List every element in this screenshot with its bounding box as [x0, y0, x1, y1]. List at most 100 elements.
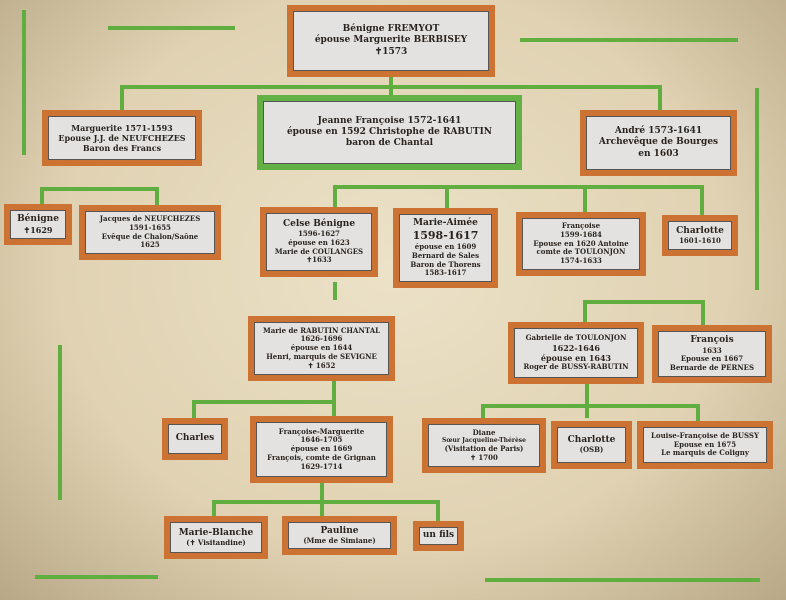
- connector-line: [481, 404, 485, 418]
- line: Gabrielle de TOULONJON: [525, 333, 627, 343]
- line: 1596-1627: [298, 229, 340, 239]
- line: Françoise: [561, 221, 601, 231]
- line: André 1573-1641: [614, 126, 703, 137]
- line: Le marquis de Coligny: [661, 448, 749, 458]
- person-pauline: Pauline(Mme de Simiane): [282, 516, 397, 555]
- line: 1625: [140, 240, 160, 250]
- line: Sœur Jacqueline-Thérèse: [442, 437, 526, 445]
- connector-line: [445, 185, 449, 208]
- line: 1591-1655: [129, 222, 171, 232]
- connector-line: [40, 187, 159, 191]
- line: Epouse en 1667: [680, 354, 744, 364]
- line: Bernard de Sales: [411, 250, 480, 260]
- line: 1598-1617: [412, 229, 479, 243]
- connector-line: [333, 185, 337, 207]
- line: 1601-1610: [679, 235, 721, 245]
- line: épouse en 1623: [288, 237, 350, 247]
- line: François: [690, 335, 734, 346]
- line: (Mme de Simiane): [303, 535, 376, 545]
- connector-line: [120, 85, 662, 89]
- spouse: épouse Marguerite BERBISEY: [314, 35, 468, 46]
- connector-line: [192, 400, 336, 404]
- connector-line: [701, 300, 705, 325]
- line: en 1603: [638, 148, 679, 159]
- line: Bernarde de PERNES: [669, 363, 755, 372]
- connector-line: [40, 187, 44, 204]
- line: ✝ 1700: [470, 452, 498, 462]
- connector-line: [755, 88, 759, 290]
- connector-line: [485, 578, 760, 582]
- line: (Visitation de Paris): [444, 443, 524, 453]
- line: Marie de COULANGES: [274, 246, 364, 256]
- line: 1629-1714: [300, 461, 343, 471]
- person-benigne: Bénigne✝1629: [4, 204, 72, 245]
- line: épouse en 1644: [290, 343, 353, 353]
- line: Epouse en 1620 Antoine: [533, 238, 629, 248]
- connector-line: [585, 384, 589, 418]
- connector-line: [333, 185, 704, 189]
- line: Evêque de Chalon/Saône: [101, 231, 199, 241]
- connector-line: [108, 26, 235, 30]
- line: Baron de Thorens: [410, 259, 481, 269]
- connector-line: [583, 300, 587, 322]
- connector-line: [333, 282, 337, 300]
- connector-line: [583, 185, 587, 212]
- connector-line: [583, 300, 705, 304]
- line: épouse en 1669: [290, 444, 353, 454]
- connector-line: [658, 85, 662, 110]
- line: François, comte de Grignan: [267, 452, 376, 462]
- line: baron de Chantal: [345, 138, 434, 149]
- line: comte de TOULONJON: [536, 247, 626, 257]
- person-marie-blanche: Marie-Blanche(✝ Visitandine): [164, 516, 268, 559]
- line: 1633: [702, 345, 722, 355]
- line: 1599-1684: [560, 229, 602, 239]
- line: Marguerite 1571-1593: [71, 123, 173, 133]
- line: 1583-1617: [424, 268, 467, 278]
- line: Epouse en 1675: [673, 439, 737, 449]
- connector-line: [212, 500, 216, 516]
- connector-line: [481, 404, 700, 408]
- line: épouse en 1609: [414, 242, 477, 251]
- connector-line: [700, 185, 704, 215]
- line: 1574-1633: [560, 256, 602, 266]
- line: épouse en 1643: [540, 353, 612, 363]
- line: Archevêque de Bourges: [598, 137, 719, 148]
- name: Bénigne FREMYOT: [342, 24, 440, 35]
- connector-line: [35, 575, 158, 579]
- line: Pauline: [320, 525, 359, 536]
- line: Charles: [175, 433, 215, 444]
- connector-line: [332, 400, 336, 416]
- connector-line: [320, 483, 324, 516]
- line: 1626-1696: [300, 334, 343, 344]
- line: ✝1629: [23, 225, 53, 236]
- line: 1646-1705: [300, 435, 343, 445]
- line: Diane: [472, 427, 496, 437]
- line: 1622-1646: [552, 343, 600, 353]
- connector-line: [332, 381, 336, 400]
- line: ✝1633: [306, 255, 332, 265]
- connector-line: [696, 404, 700, 421]
- line: (✝ Visitandine): [186, 537, 246, 547]
- line: Henri, marquis de SEVIGNE: [266, 351, 377, 361]
- line: Roger de BUSSY-RABUTIN: [523, 362, 629, 371]
- line: épouse en 1592 Christophe de RABUTIN: [286, 126, 493, 137]
- connector-line: [22, 10, 26, 155]
- line: Epouse J.J. de NEUFCHEZES: [58, 133, 186, 143]
- line: Jacques de NEUFCHEZES: [99, 214, 201, 223]
- line: Françoise-Marguerite: [278, 426, 365, 436]
